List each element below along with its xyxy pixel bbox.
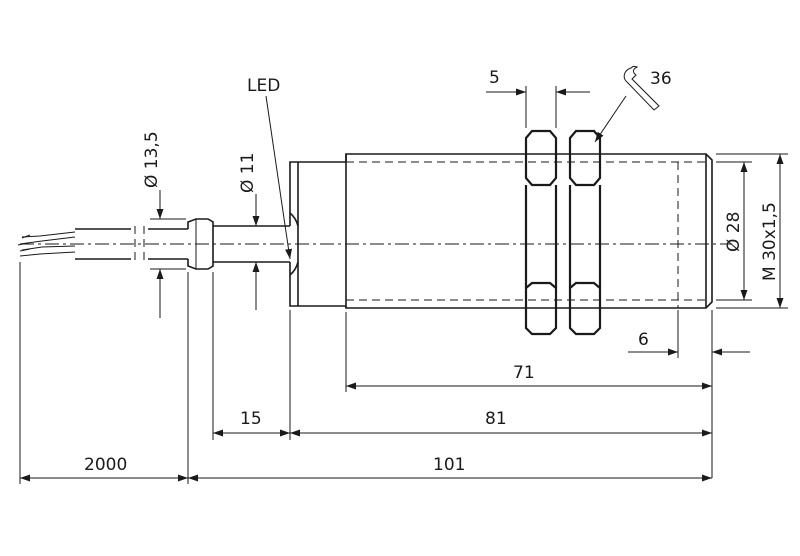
hex-nut-1: [524, 129, 558, 336]
dim-collar-body: 15 81: [212, 272, 712, 440]
wrench-size-label: 36: [650, 69, 672, 89]
dim-collar-length-label: 15: [240, 409, 262, 429]
hex-nut-2: [568, 129, 602, 336]
dim-body-diameter: Ø 28: [716, 161, 752, 301]
dim-thread: M 30x1,5: [716, 153, 788, 309]
led-label: LED: [247, 76, 280, 96]
wrench-icon: [623, 65, 660, 111]
cable-collar: [187, 218, 214, 270]
dim-cable-length-label: 2000: [84, 455, 127, 475]
dim-total-length-label: 101: [433, 455, 465, 475]
dim-thread-length: 71: [345, 312, 713, 478]
dim-neck-diameter-label: Ø 11: [238, 153, 258, 193]
led-callout: LED: [247, 76, 293, 260]
wrench-callout: 36: [594, 65, 672, 143]
dim-cable-diameter-label: Ø 13,5: [142, 131, 162, 188]
dim-thread-end-label: 6: [638, 330, 649, 350]
led-housing: [289, 161, 346, 307]
dim-nut-width: 5: [486, 68, 590, 128]
dim-body-length-label: 81: [485, 409, 507, 429]
dim-thread-length-label: 71: [513, 363, 535, 383]
dim-overall: 2000 101: [19, 262, 712, 484]
dim-cable-diameter: Ø 13,5: [142, 131, 186, 318]
dim-body-diameter-label: Ø 28: [724, 212, 744, 252]
dim-nut-width-label: 5: [489, 68, 500, 88]
dim-thread-end: 6: [628, 310, 750, 358]
threaded-body: [345, 153, 713, 309]
dim-neck-diameter: Ø 11: [238, 153, 265, 310]
cable: [17, 226, 188, 262]
dim-thread-label: M 30x1,5: [760, 202, 780, 281]
